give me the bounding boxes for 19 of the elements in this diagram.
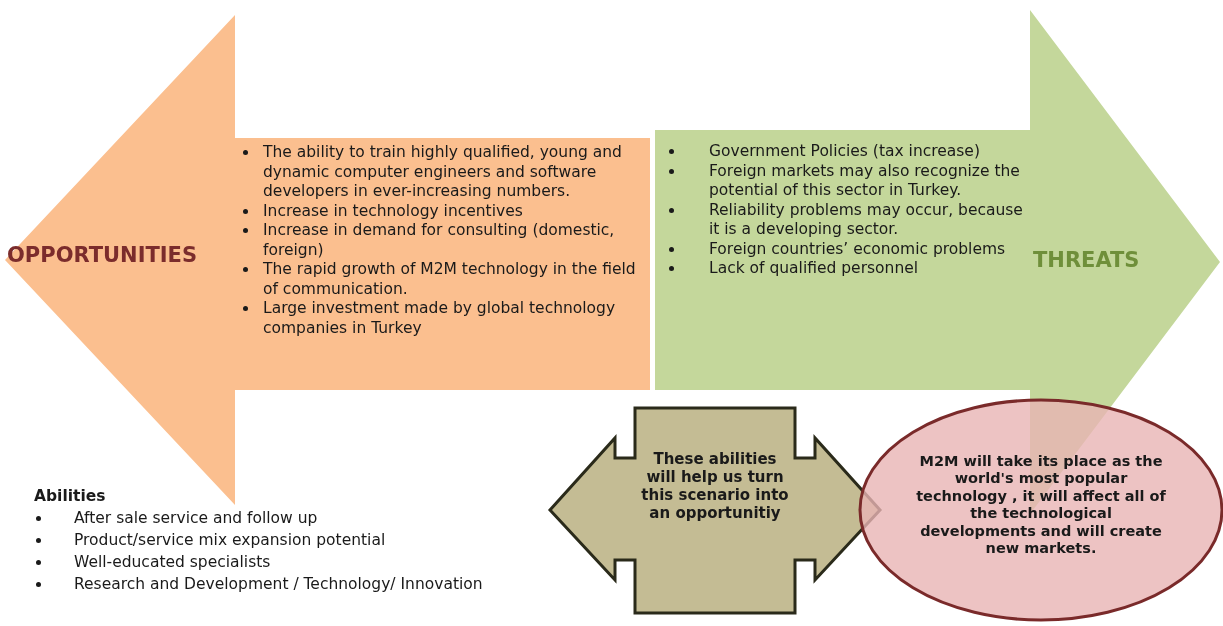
list-item: Well-educated specialists xyxy=(74,553,272,573)
list-item: Large investment made by global technology companies in Turkey xyxy=(263,299,617,338)
list-item: The ability to train highly qualified, young and dynamic computer engineers and software developers in ever-increasing numbers. xyxy=(263,143,623,202)
list-item: The rapid growth of M2M technology in the field of communication. xyxy=(263,260,637,299)
list-item: Product/service mix expansion potential xyxy=(74,531,387,551)
list-item: Foreign markets may also recognize the potential of this sector in Turkey. xyxy=(709,161,1021,201)
list-item: After sale service and follow up xyxy=(74,509,319,529)
list-item: Government Policies (tax increase) xyxy=(709,142,981,162)
list-item: Increase in demand for consulting (domestic, foreign) xyxy=(263,221,616,260)
list-item: Lack of qualified personnel xyxy=(709,259,920,279)
list-heading: Abilities xyxy=(33,487,107,507)
callout-text: M2M will take its place as the world's most popular technology , it will affect all of the technological developments and will create new markets. xyxy=(915,453,1167,558)
list-item: Reliability problems may occur, because it is a developing sector. xyxy=(709,200,1024,240)
callout-text: These abilities will help us turn this scenario into an opportunitiy xyxy=(640,450,790,522)
heading: OPPORTUNITIES xyxy=(7,243,198,267)
heading: THREATS xyxy=(1033,248,1140,272)
list-item: Foreign countries’ economic problems xyxy=(709,239,1007,259)
list-item: Increase in technology incentives xyxy=(263,201,524,221)
list-item: Research and Development / Technology/ Innovation xyxy=(74,575,483,595)
